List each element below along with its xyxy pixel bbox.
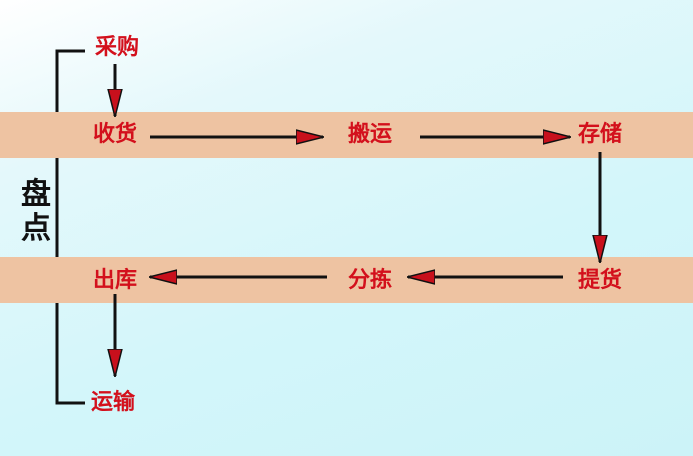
inventory-label-char: 盘	[21, 177, 51, 212]
inventory-label-char: 点	[21, 211, 51, 246]
node-transport: 运输	[90, 390, 136, 415]
node-move: 搬运	[347, 122, 393, 147]
inventory-bracket	[55, 49, 85, 405]
node-pick: 提货	[577, 268, 623, 293]
node-sort: 分拣	[347, 268, 393, 293]
node-outbound: 出库	[92, 268, 138, 293]
inventory-label: 盘 点	[20, 178, 52, 246]
band-top	[0, 112, 693, 158]
node-receive: 收货	[92, 122, 138, 147]
node-store: 存储	[577, 122, 623, 147]
node-purchase: 采购	[94, 35, 140, 60]
